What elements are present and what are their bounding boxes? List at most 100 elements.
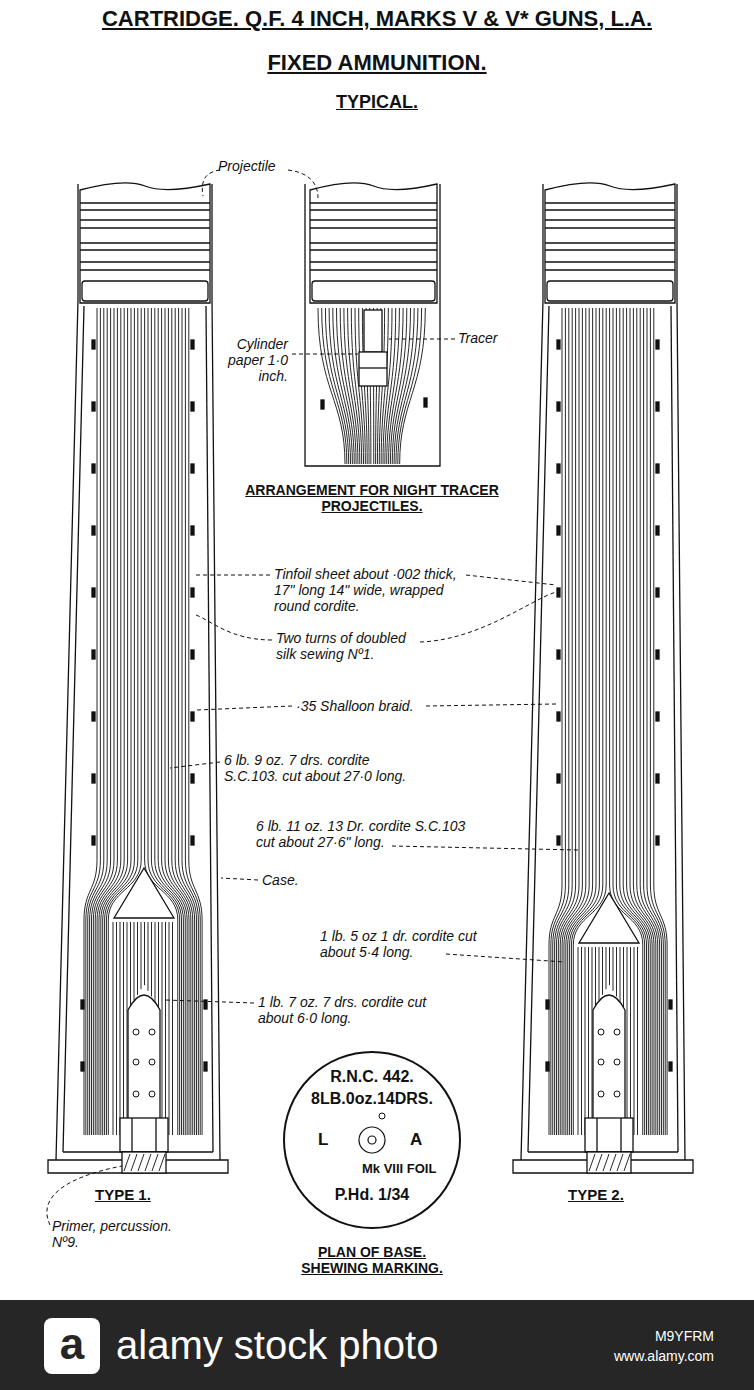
- braid-mark: [557, 402, 560, 411]
- braid-mark: [669, 1062, 672, 1071]
- braid-mark: [546, 1000, 549, 1009]
- cordite-strand: [602, 947, 603, 995]
- braid-mark: [557, 836, 560, 845]
- braid-mark: [557, 650, 560, 659]
- cordite-strand: [400, 308, 426, 464]
- watermark: alamy stock photo: [116, 1322, 438, 1368]
- cordite-strand: [123, 922, 124, 1135]
- braid-mark: [669, 1000, 672, 1009]
- primer-ring: [368, 1136, 376, 1144]
- base-dot: [379, 1113, 385, 1119]
- primer-block: [120, 1118, 168, 1152]
- cordite-strand: [113, 922, 114, 1135]
- primer-hatching: [589, 1154, 595, 1171]
- cordite-strand: [647, 308, 663, 1135]
- base-marking-circle: R.N.C. 442.8LB.0oz.14DRS.LAMk VIII FOILP…: [282, 1050, 462, 1230]
- watermark: M9YFRM: [590, 1328, 714, 1344]
- primer-hatching: [617, 1154, 623, 1171]
- driving-band: [547, 281, 673, 301]
- primer-hatching: [624, 1154, 630, 1171]
- braid-mark: [656, 836, 659, 845]
- primer: [122, 1152, 166, 1173]
- projectile-band-line: [310, 227, 437, 228]
- vent-hole: [614, 1091, 620, 1097]
- cordite-strand: [585, 947, 586, 1135]
- projectile-band-line: [545, 242, 675, 243]
- cordite-strand: [144, 922, 145, 985]
- braid-mark: [92, 526, 95, 535]
- projectile-band-line: [310, 219, 437, 220]
- title: CARTRIDGE. Q.F. 4 INCH, MARKS V & V* GUN…: [0, 6, 754, 31]
- leader-line: [389, 339, 455, 340]
- cordite-strand: [158, 922, 159, 1008]
- leader-line: [446, 954, 565, 962]
- projectile-band-line: [80, 227, 210, 228]
- cordite-strand: [189, 308, 202, 1135]
- braid-mark: [656, 402, 659, 411]
- note: Tinfoil sheet about ·002 thick, 17" long…: [274, 566, 464, 614]
- braid-mark: [92, 836, 95, 845]
- leader-line: [196, 615, 272, 640]
- primer-block: [132, 1118, 156, 1152]
- cordite-strand: [179, 308, 197, 1135]
- cordite-strand: [116, 922, 117, 1135]
- figure-caption: TYPE 1.: [95, 1186, 151, 1203]
- case-wall: [206, 306, 213, 1152]
- leader-line: [170, 762, 220, 768]
- cordite-strand: [606, 947, 607, 989]
- braid-mark: [191, 340, 194, 349]
- braid-mark: [191, 526, 194, 535]
- cordite-strand: [322, 308, 347, 464]
- primer-block: [585, 1118, 633, 1152]
- projectile-band-line: [545, 219, 675, 220]
- primer: [587, 1152, 631, 1173]
- part-label: Cylinder paper 1·0 inch.: [226, 336, 288, 384]
- braid-mark: [81, 1000, 84, 1009]
- projectile-band-line: [80, 269, 210, 270]
- vent-hole: [598, 1091, 604, 1097]
- vent-hole: [614, 1029, 620, 1035]
- cordite-strand: [595, 947, 596, 1006]
- braid-mark: [191, 464, 194, 473]
- cordite-strand: [185, 308, 200, 1135]
- vent-hole: [149, 1059, 155, 1065]
- cordite-strand: [650, 308, 665, 1135]
- projectile-band-line: [80, 242, 210, 243]
- cordite-strand: [169, 922, 170, 1135]
- braid-mark: [656, 588, 659, 597]
- vent-hole: [133, 1059, 139, 1065]
- cordite-strand: [120, 922, 121, 1135]
- leader-line: [288, 170, 318, 198]
- cordite-strand: [609, 947, 610, 985]
- braid-mark: [656, 712, 659, 721]
- braid-mark: [656, 650, 659, 659]
- leader-line: [197, 706, 292, 710]
- primer-hatching: [159, 1154, 165, 1171]
- cordite-strand: [581, 947, 582, 1135]
- braid-mark: [92, 774, 95, 783]
- figure-caption: PLAN OF BASE. SHEWING MARKING.: [292, 1244, 452, 1276]
- cordite-strand: [616, 947, 617, 996]
- braid-mark: [557, 774, 560, 783]
- note: ·35 Shalloon braid.: [296, 698, 414, 714]
- part-label: Tracer: [458, 330, 497, 346]
- cordite-strand: [640, 308, 659, 1135]
- braid-mark: [656, 340, 659, 349]
- part-label: Primer, percussion. Nº9.: [52, 1218, 184, 1250]
- cordite-strand: [134, 922, 135, 1000]
- cordite-strand: [88, 308, 104, 1135]
- vent-hole: [614, 1059, 620, 1065]
- part-label: Case.: [262, 872, 299, 888]
- primer-hatching: [610, 1154, 616, 1171]
- cordite-strand: [137, 922, 138, 995]
- subtitle: TYPICAL.: [0, 92, 754, 113]
- primer-hatching: [603, 1154, 609, 1171]
- watermark-logo: a: [44, 1318, 100, 1374]
- note: 6 lb. 11 oz. 13 Dr. cordite S.C.103 cut …: [256, 818, 470, 850]
- projectile-band-line: [545, 227, 675, 228]
- note: Two turns of doubled silk sewing Nº1.: [276, 630, 424, 662]
- cordite-strand: [599, 947, 600, 1000]
- projectile: [545, 183, 675, 303]
- projectile-band-line: [80, 219, 210, 220]
- braid-mark: [81, 1062, 84, 1071]
